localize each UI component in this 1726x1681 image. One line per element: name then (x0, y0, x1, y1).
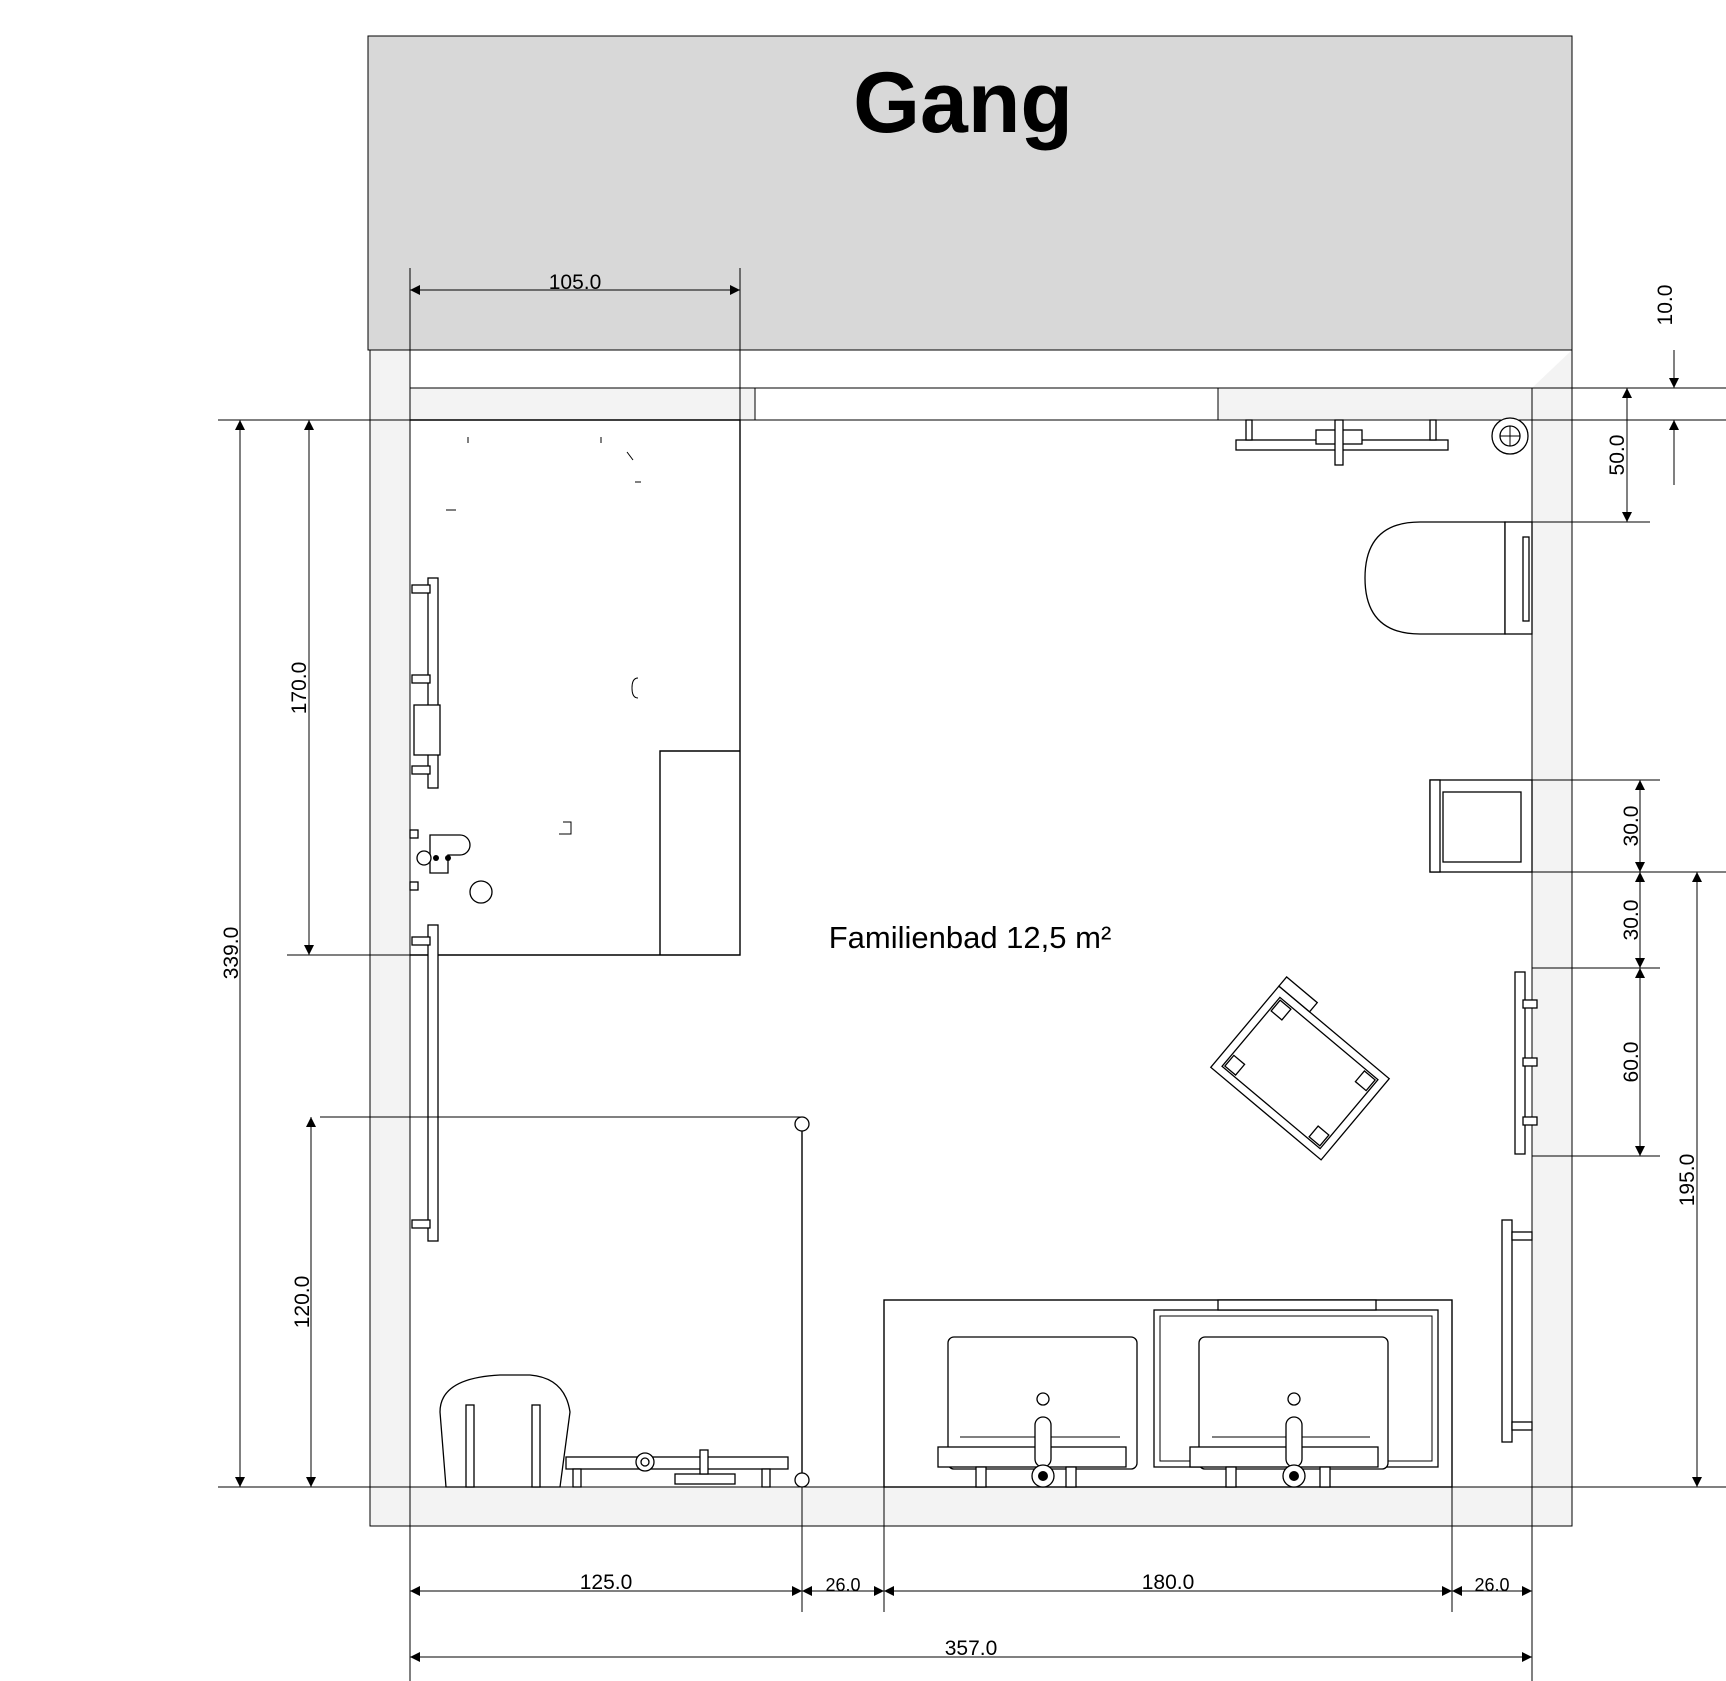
shower-area (409, 419, 741, 956)
shower-drain (469, 880, 493, 904)
dim-label: 180.0 (1142, 1571, 1195, 1594)
dim-label: 30.0 (1620, 806, 1643, 847)
towel-radiator (1501, 971, 1538, 1443)
grab-bar-right (1501, 1219, 1513, 1443)
dim-right-total: 195.0 (1572, 872, 1726, 1488)
room-label: Familienbad 12,5 m² (829, 920, 1112, 955)
dim-label: 105.0 (549, 271, 602, 294)
dim-label: 125.0 (580, 1571, 633, 1594)
dim-label: 195.0 (1676, 1154, 1699, 1207)
dim-label: 30.0 (1620, 900, 1643, 941)
dim-label: 60.0 (1620, 1042, 1643, 1083)
rotated-stool (1209, 976, 1391, 1161)
shower-seat (439, 1374, 571, 1488)
top-right-fixtures (1235, 417, 1533, 873)
dim-label: 26.0 (825, 1575, 860, 1595)
dim-label: 339.0 (220, 927, 243, 980)
dim-label: 26.0 (1474, 1575, 1509, 1595)
corridor: Gang (367, 35, 1573, 351)
corridor-label: Gang (853, 55, 1073, 151)
dim-label: 357.0 (945, 1637, 998, 1660)
dim-label: 120.0 (291, 1276, 314, 1329)
shower-mixer (429, 834, 471, 874)
dim-bottom: 125.0 26.0 180.0 26.0 357.0 (409, 1487, 1533, 1681)
wall-grab-rail (411, 924, 439, 1242)
dim-left: 339.0 170.0 120.0 (218, 419, 410, 1488)
bath-zone (320, 1116, 810, 1488)
dim-label: 10.0 (1654, 285, 1677, 326)
vanity (883, 1299, 1453, 1488)
toilet (1364, 521, 1506, 635)
dim-top-shower-width: 105.0 (409, 268, 741, 420)
dim-label: 170.0 (288, 662, 311, 715)
dim-right-niche: 30.0 30.0 60.0 (1430, 779, 1726, 1157)
dim-label: 50.0 (1606, 435, 1629, 476)
dim-right-top: 10.0 50.0 (1505, 285, 1726, 523)
bath-bench (565, 1456, 789, 1470)
